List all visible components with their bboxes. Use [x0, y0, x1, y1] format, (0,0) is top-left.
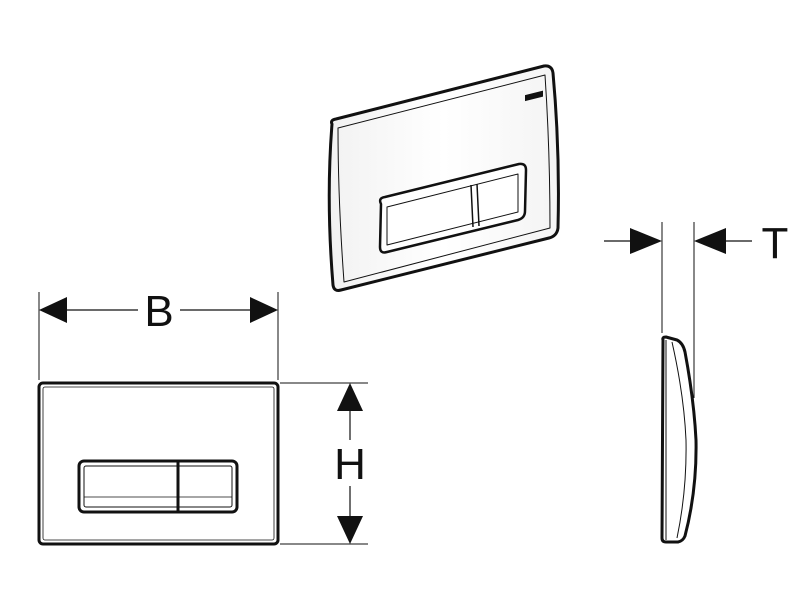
side-view: [660, 335, 698, 544]
dimension-b: B: [38, 287, 279, 380]
front-view: [37, 381, 280, 546]
perspective-plate-bevel: [337, 74, 551, 283]
side-plate-outline: [660, 335, 698, 544]
dimension-t-arrow-left: [630, 228, 662, 254]
dimension-h-arrow-bottom: [337, 516, 363, 544]
dimension-t: T: [604, 219, 788, 398]
dimension-b-label: B: [144, 287, 173, 336]
side-plate-inner-curve: [671, 341, 687, 539]
front-plate-outline: [37, 381, 280, 546]
dimension-t-arrow-right: [694, 228, 726, 254]
logo-icon: [525, 90, 543, 102]
dimension-b-arrow-left: [39, 297, 67, 323]
dimension-t-label: T: [762, 219, 789, 268]
dimension-b-arrow-right: [250, 297, 278, 323]
dimension-h: H: [280, 382, 368, 545]
front-button-inner: [83, 465, 233, 508]
front-plate-bevel: [42, 386, 275, 541]
dimension-h-arrow-top: [337, 383, 363, 411]
perspective-button-inner: [386, 173, 519, 246]
perspective-button-frame: [378, 162, 528, 254]
perspective-button-divider: [470, 183, 480, 228]
dimension-h-label: H: [334, 440, 366, 489]
perspective-view: [327, 64, 560, 292]
front-button-frame: [77, 459, 239, 514]
